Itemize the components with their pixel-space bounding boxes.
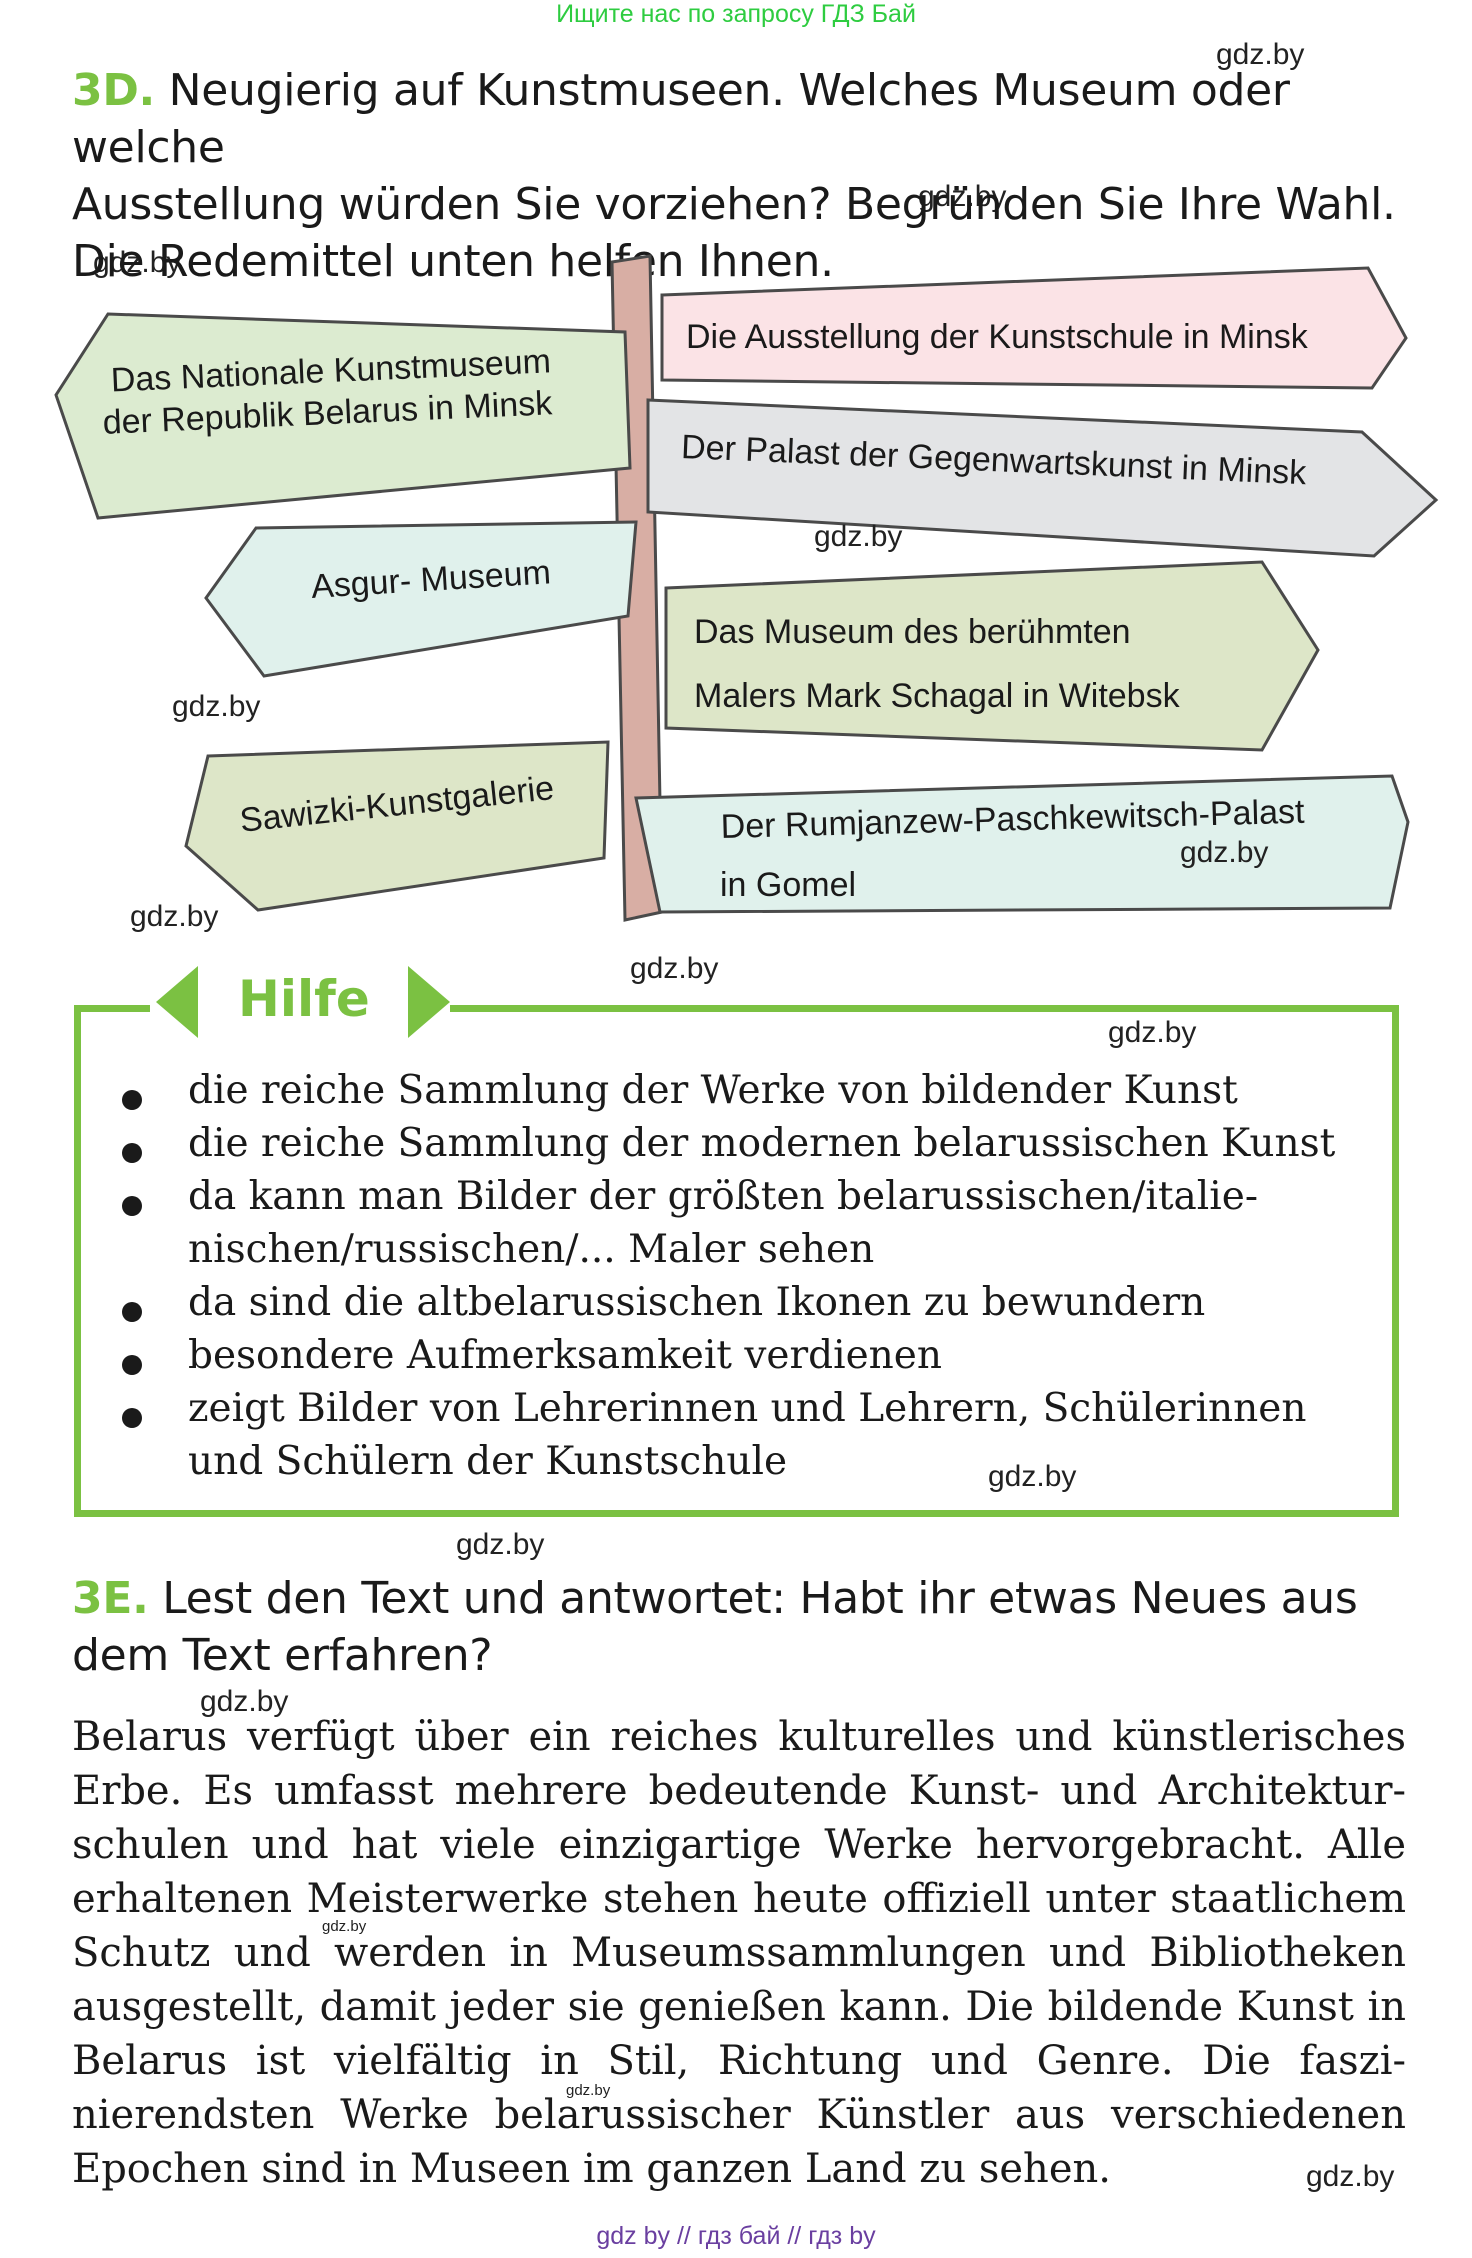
sign-label: in Gomel (720, 866, 857, 904)
watermark: gdz.by (322, 1918, 367, 1935)
watermark: gdz.by (172, 690, 261, 723)
heading-text: Neugierig auf Kunstmuseen. Welches Museu… (72, 65, 1290, 173)
list-item: da sind die altbelarussischen Ikonen zu … (122, 1276, 1372, 1329)
heading-line: Ausstellung würden Sie vorziehen? Begrün… (72, 179, 1396, 230)
sign-palast-shape (646, 398, 1439, 558)
watermark: gdz.by (814, 520, 903, 553)
watermark: gdz.by (93, 246, 182, 279)
footer-note: gdz by // гдз бай // гдз by (596, 2222, 876, 2250)
list-item: die reiche Sammlung der modernen belarus… (122, 1117, 1372, 1170)
task-3e-text: Belarus verfügt über ein reiches kulture… (72, 1710, 1406, 2196)
watermark: gdz.by (566, 2082, 611, 2099)
sign-label: Malers Mark Schagal in Witebsk (694, 677, 1180, 715)
task-3d-heading: 3D. Neugierig auf Kunstmuseen. Welches M… (72, 62, 1412, 290)
sign-rumjanzew: Der Rumjanzew-Paschkewitsch-Palast in Go… (720, 793, 1305, 914)
sign-rumjanzew-shape (634, 774, 1410, 914)
hilfe-box (74, 1005, 1399, 1517)
signpost-illustration (54, 254, 1439, 922)
heading-line: dem Text erfahren? (72, 1630, 493, 1681)
list-item: zeigt Bilder von Lehrerinnen und Lehrern… (122, 1382, 1372, 1488)
heading-line: 3E. Lest den Text und antwortet: Habt ih… (72, 1570, 1412, 1627)
task-3e-heading: 3E. Lest den Text und antwortet: Habt ih… (72, 1570, 1412, 1684)
task-number: 3E. (72, 1573, 149, 1624)
left-arrow-icon (156, 966, 198, 1038)
list-item: besondere Aufmerksamkeit verdienen (122, 1329, 1372, 1382)
heading-line: Die Redemittel unten helfen Ihnen. (72, 236, 834, 287)
sign-asgur-shape (204, 520, 638, 678)
sign-nationale-shape (54, 312, 632, 520)
watermark: gdz.by (200, 1685, 289, 1718)
sign-schagal-shape (664, 560, 1320, 752)
top-search-note: Ищите нас по запросу ГДЗ Бай (556, 0, 916, 28)
hilfe-arrows (156, 966, 450, 1038)
sign-ausstellung: Die Ausstellung der Kunstschule in Minsk (686, 318, 1308, 356)
hilfe-title: Hilfe (238, 970, 370, 1028)
watermark: gdz.by (1108, 1016, 1197, 1049)
sign-sawizki-shape (184, 740, 610, 912)
watermark: gdz.by (1180, 836, 1269, 869)
hilfe-list: die reiche Sammlung der Werke von bilden… (122, 1064, 1372, 1488)
watermark: gdz.by (918, 180, 1007, 213)
watermark: gdz.by (1306, 2160, 1395, 2193)
heading-text: Lest den Text und antwortet: Habt ihr et… (162, 1573, 1358, 1624)
sign-schagal: Das Museum des berühmten Malers Mark Sch… (694, 600, 1180, 728)
watermark: gdz.by (1216, 38, 1305, 71)
right-arrow-icon (408, 966, 450, 1038)
heading-line: 3D. Neugierig auf Kunstmuseen. Welches M… (72, 62, 1412, 176)
watermark: gdz.by (988, 1460, 1077, 1493)
watermark: gdz.by (130, 900, 219, 933)
task-number: 3D. (72, 65, 155, 116)
list-item: da kann man Bilder der größten belarussi… (122, 1170, 1372, 1276)
hilfe-title-mask (150, 990, 450, 1030)
sign-label: Das Museum des berühmten (694, 613, 1131, 651)
watermark: gdz.by (630, 952, 719, 985)
sign-ausstellung-shape (660, 266, 1408, 390)
watermark: gdz.by (456, 1528, 545, 1561)
paragraph: Belarus verfügt über ein reiches kulture… (72, 1714, 1406, 2192)
list-item: die reiche Sammlung der Werke von bilden… (122, 1064, 1372, 1117)
